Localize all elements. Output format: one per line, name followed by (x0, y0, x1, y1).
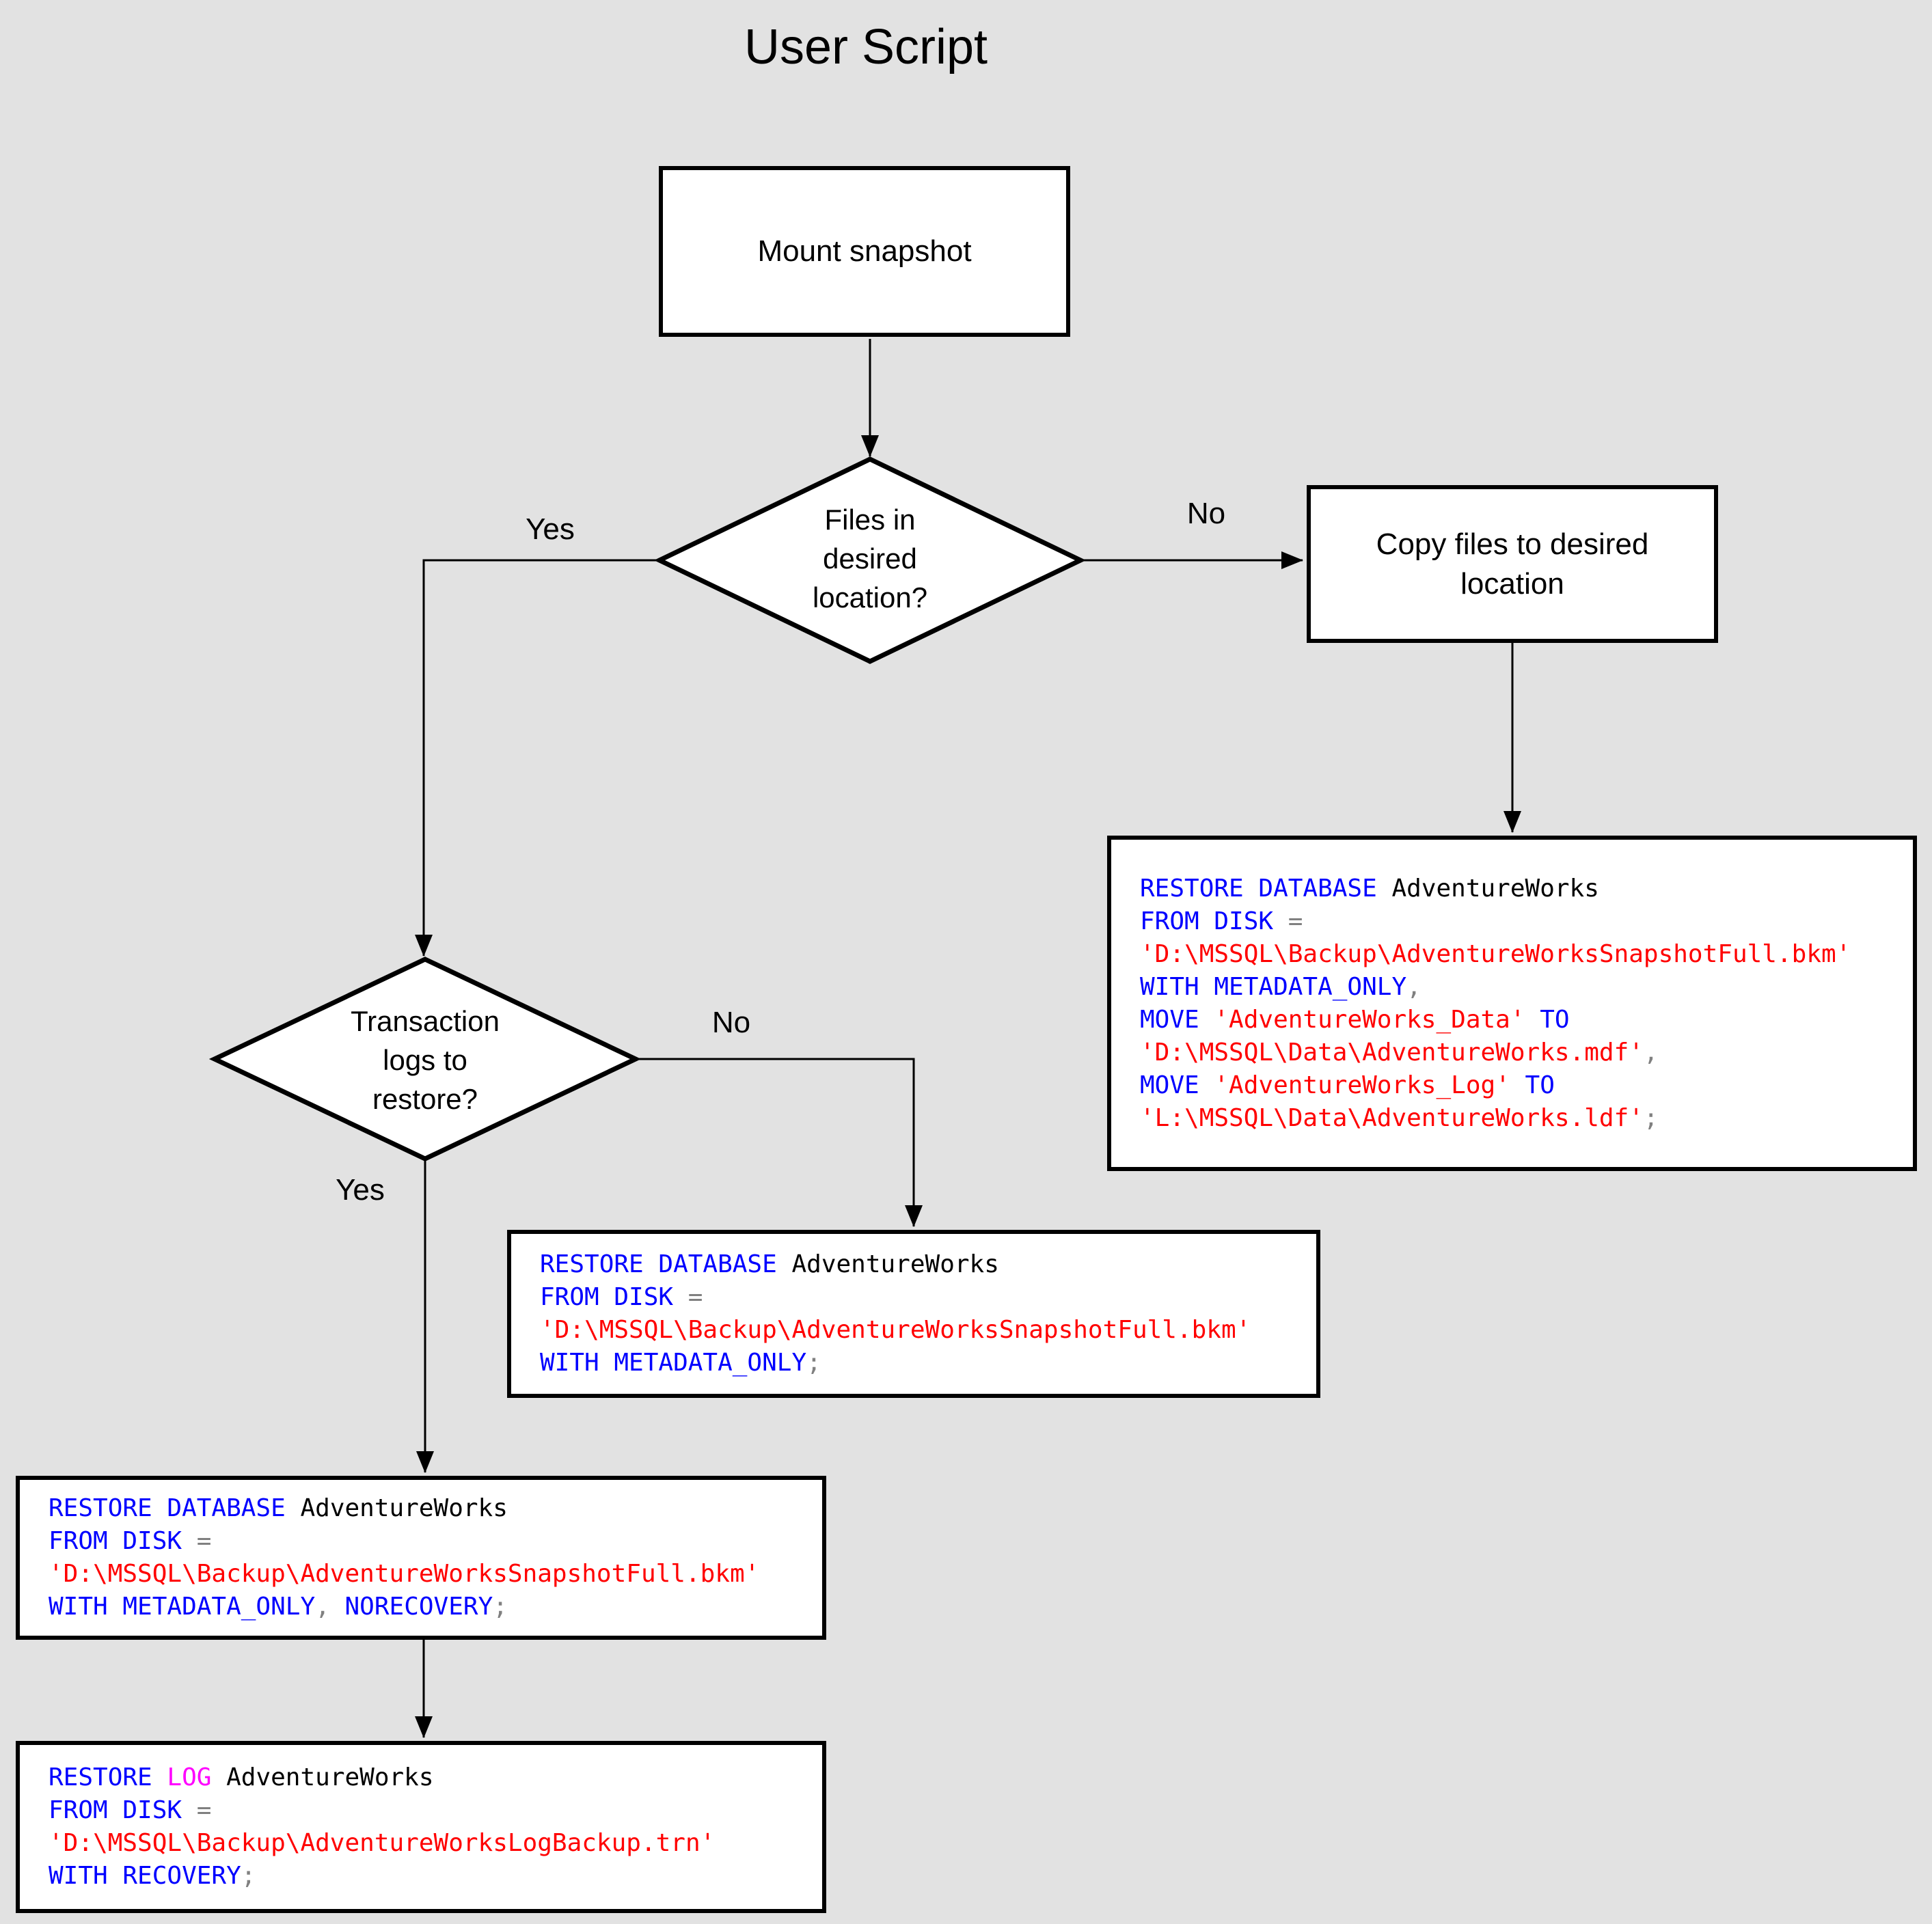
code-line: RESTORE DATABASE AdventureWorks (1140, 872, 1913, 905)
code-line: RESTORE DATABASE AdventureWorks (49, 1492, 822, 1525)
files-no-label: No (1186, 497, 1226, 530)
edge-logs-no (636, 1058, 923, 1227)
code-box-metadata-only: RESTORE DATABASE AdventureWorks FROM DIS… (507, 1230, 1320, 1398)
sql-string: 'D:\MSSQL\Backup\AdventureWorksSnapshotF… (540, 1316, 1251, 1344)
code-box-restore-log: RESTORE LOG AdventureWorks FROM DISK = '… (16, 1741, 826, 1913)
sql-keyword: RESTORE DATABASE (49, 1494, 301, 1522)
sql-keyword: FROM DISK (540, 1283, 688, 1311)
mount-snapshot-box: Mount snapshot (659, 166, 1070, 337)
logs-decision-diamond (208, 957, 642, 1162)
code-line: MOVE 'AdventureWorks_Log' TO (1140, 1069, 1913, 1102)
code-line: 'D:\MSSQL\Backup\AdventureWorksSnapshotF… (1140, 938, 1913, 971)
sql-keyword: TO (1525, 1005, 1570, 1034)
sql-keyword: MOVE (1140, 1005, 1214, 1034)
sql-keyword: WITH METADATA_ONLY (540, 1349, 807, 1377)
copy-files-box: Copy files to desired location (1307, 485, 1718, 643)
sql-operator: , (1406, 972, 1421, 1001)
mount-snapshot-label: Mount snapshot (757, 234, 972, 268)
sql-keyword: NORECOVERY (344, 1593, 493, 1621)
code-line: WITH METADATA_ONLY, (1140, 971, 1913, 1004)
sql-string: 'AdventureWorks_Log' (1214, 1071, 1510, 1099)
sql-identifier: AdventureWorks (1391, 874, 1599, 903)
sql-operator: ; (241, 1862, 256, 1890)
code-line: 'D:\MSSQL\Backup\AdventureWorksLogBackup… (49, 1827, 822, 1860)
sql-string: 'D:\MSSQL\Data\AdventureWorks.mdf' (1140, 1038, 1644, 1067)
sql-keyword: FROM DISK (1140, 907, 1288, 935)
logs-decision-line2: logs to (383, 1044, 467, 1076)
files-decision-line2: desired (823, 542, 917, 575)
code-line: 'D:\MSSQL\Backup\AdventureWorksSnapshotF… (540, 1314, 1316, 1347)
sql-string: 'AdventureWorks_Data' (1214, 1005, 1525, 1034)
logs-yes-label: Yes (336, 1173, 385, 1207)
files-decision-line3: location? (812, 581, 928, 614)
sql-identifier: AdventureWorks (300, 1494, 508, 1522)
files-decision-diamond (653, 456, 1087, 664)
code-box-norecovery: RESTORE DATABASE AdventureWorks FROM DIS… (16, 1476, 826, 1640)
code-line: RESTORE DATABASE AdventureWorks (540, 1248, 1316, 1281)
logs-decision-line1: Transaction (351, 1005, 500, 1037)
edge-files-yes (415, 559, 659, 957)
sql-keyword: RESTORE (49, 1763, 167, 1791)
sql-keyword: RESTORE DATABASE (1140, 874, 1392, 903)
sql-string: 'L:\MSSQL\Data\AdventureWorks.ldf' (1140, 1103, 1644, 1132)
sql-keyword: MOVE (1140, 1071, 1214, 1099)
sql-string: 'D:\MSSQL\Backup\AdventureWorksSnapshotF… (1140, 939, 1851, 968)
sql-operator: = (196, 1796, 212, 1824)
code-line: MOVE 'AdventureWorks_Data' TO (1140, 1004, 1913, 1036)
code-line: 'D:\MSSQL\Backup\AdventureWorksSnapshotF… (49, 1558, 822, 1591)
page-title: User Script (744, 20, 988, 74)
copy-files-label: Copy files to desired location (1376, 527, 1649, 601)
sql-string: 'D:\MSSQL\Backup\AdventureWorksSnapshotF… (49, 1560, 760, 1588)
code-line: 'L:\MSSQL\Data\AdventureWorks.ldf'; (1140, 1102, 1913, 1135)
files-decision-label: Files in desired location? (699, 500, 1041, 617)
sql-operator: ; (806, 1349, 821, 1377)
logs-no-label: No (711, 1006, 751, 1039)
sql-keyword: FROM DISK (49, 1796, 197, 1824)
code-line: WITH RECOVERY; (49, 1860, 822, 1893)
code-line: WITH METADATA_ONLY; (540, 1347, 1316, 1379)
code-line: FROM DISK = (1140, 905, 1913, 938)
sql-operator: = (688, 1283, 703, 1311)
code-line: FROM DISK = (49, 1794, 822, 1827)
sql-keyword: WITH METADATA_ONLY (49, 1593, 316, 1621)
files-yes-label: Yes (526, 512, 575, 546)
sql-string: 'D:\MSSQL\Backup\AdventureWorksLogBackup… (49, 1829, 716, 1857)
code-line: FROM DISK = (49, 1525, 822, 1558)
files-decision-line1: Files in (824, 504, 916, 536)
code-line: WITH METADATA_ONLY, NORECOVERY; (49, 1591, 822, 1623)
sql-operator: , (315, 1593, 345, 1621)
sql-operator: = (196, 1527, 212, 1555)
sql-keyword: FROM DISK (49, 1527, 197, 1555)
sql-keyword: TO (1510, 1071, 1555, 1099)
sql-keyword: WITH RECOVERY (49, 1862, 241, 1890)
sql-operator: ; (1643, 1103, 1659, 1132)
code-box-restore-move: RESTORE DATABASE AdventureWorks FROM DIS… (1107, 836, 1917, 1171)
sql-identifier: AdventureWorks (211, 1763, 434, 1791)
sql-keyword: WITH METADATA_ONLY (1140, 972, 1407, 1001)
logs-decision-line3: restore? (372, 1083, 478, 1115)
sql-operator: ; (493, 1593, 508, 1621)
code-line: FROM DISK = (540, 1281, 1316, 1314)
code-line: 'D:\MSSQL\Data\AdventureWorks.mdf', (1140, 1036, 1913, 1069)
sql-identifier: AdventureWorks (791, 1250, 999, 1278)
logs-decision-label: Transaction logs to restore? (254, 1002, 596, 1118)
sql-operator: , (1643, 1038, 1659, 1067)
code-line: RESTORE LOG AdventureWorks (49, 1761, 822, 1794)
sql-operator: = (1288, 907, 1303, 935)
sql-log-keyword: LOG (167, 1763, 212, 1791)
sql-keyword: RESTORE DATABASE (540, 1250, 792, 1278)
